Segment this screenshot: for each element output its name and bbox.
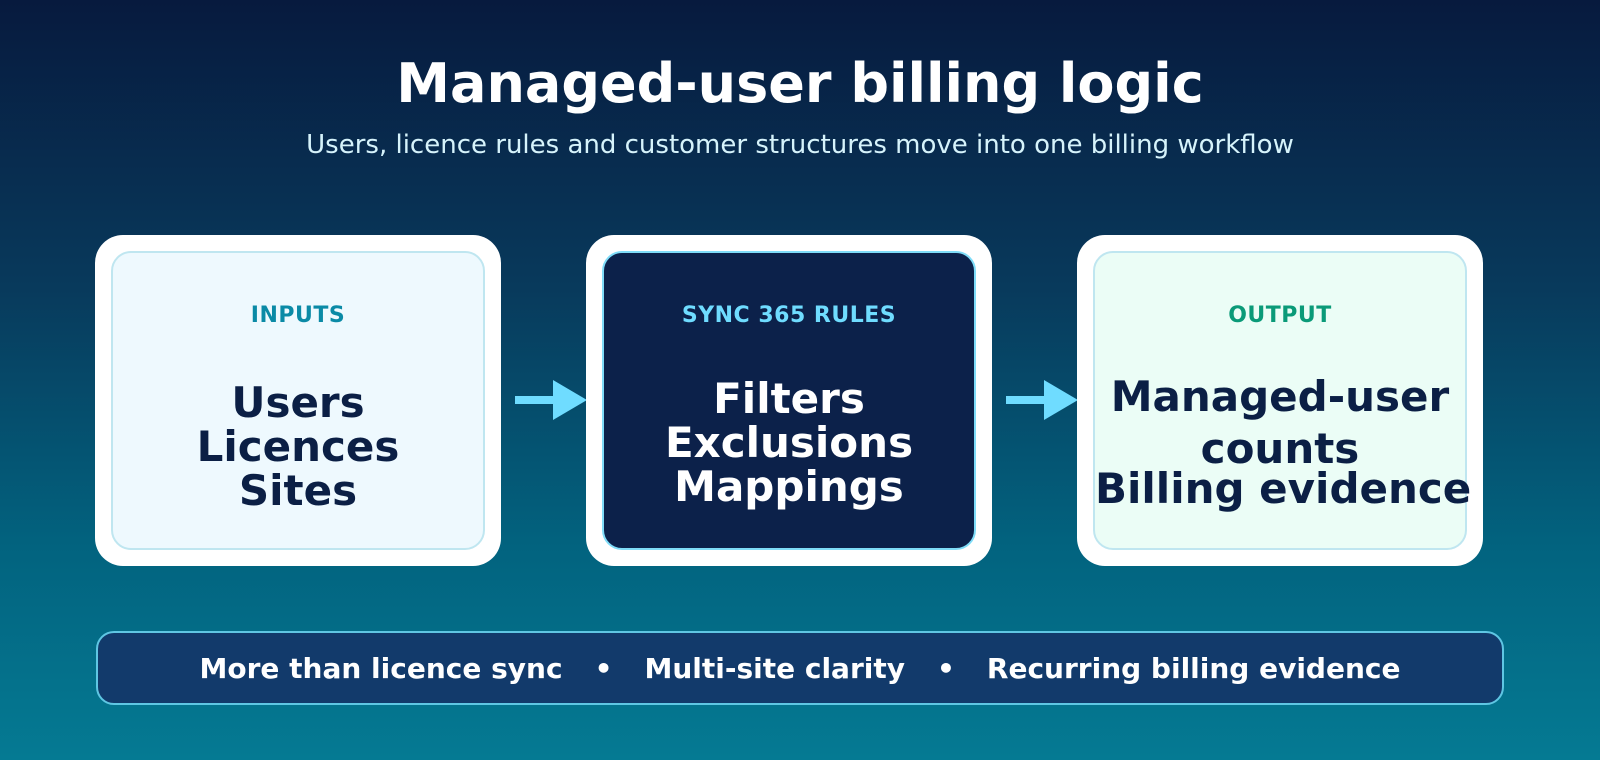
bullet-separator: • [937, 651, 955, 685]
diagram-title: Managed-user billing logic [396, 52, 1204, 115]
inputs-card: INPUTS Users Licences Sites [95, 235, 501, 566]
inputs-item-licences: Licences [196, 422, 400, 471]
benefit-billing-evidence: Recurring billing evidence [986, 651, 1401, 685]
bullet-separator: • [594, 651, 613, 685]
sync-rules-card-panel: SYNC 365 RULES Filters Exclusions Mappin… [602, 251, 976, 550]
inputs-item-users: Users [231, 378, 365, 427]
output-card-panel: OUTPUT Managed-user counts Billing evide… [1093, 251, 1472, 550]
arrow-right-icon [515, 380, 587, 420]
output-card: OUTPUT Managed-user counts Billing evide… [1077, 235, 1483, 566]
benefits-banner: More than licence sync • Multi-site clar… [96, 631, 1504, 705]
sync-rules-card-items: Filters Exclusions Mappings [604, 377, 974, 509]
output-item-counts: counts [1200, 424, 1360, 473]
diagram-subtitle: Users, licence rules and customer struct… [306, 130, 1294, 160]
arrow-right-icon [1006, 380, 1078, 420]
benefit-multi-site: Multi-site clarity [644, 651, 905, 685]
output-item-managed-user: Managed-user [1110, 372, 1450, 421]
rules-item-exclusions: Exclusions [664, 418, 914, 467]
inputs-card-items: Users Licences Sites [113, 381, 483, 513]
inputs-item-sites: Sites [238, 466, 358, 515]
sync-rules-card: SYNC 365 RULES Filters Exclusions Mappin… [586, 235, 992, 566]
output-item-billing-evidence: Billing evidence [1095, 464, 1472, 513]
inputs-card-label: INPUTS [250, 303, 346, 328]
output-card-items: Managed-user counts Billing evidence [1095, 372, 1472, 513]
rules-item-mappings: Mappings [674, 462, 904, 511]
rules-item-filters: Filters [713, 374, 865, 423]
sync-rules-card-label: SYNC 365 RULES [681, 303, 897, 328]
benefit-licence-sync: More than licence sync [199, 651, 563, 685]
output-card-label: OUTPUT [1228, 303, 1332, 328]
inputs-card-panel: INPUTS Users Licences Sites [111, 251, 485, 550]
